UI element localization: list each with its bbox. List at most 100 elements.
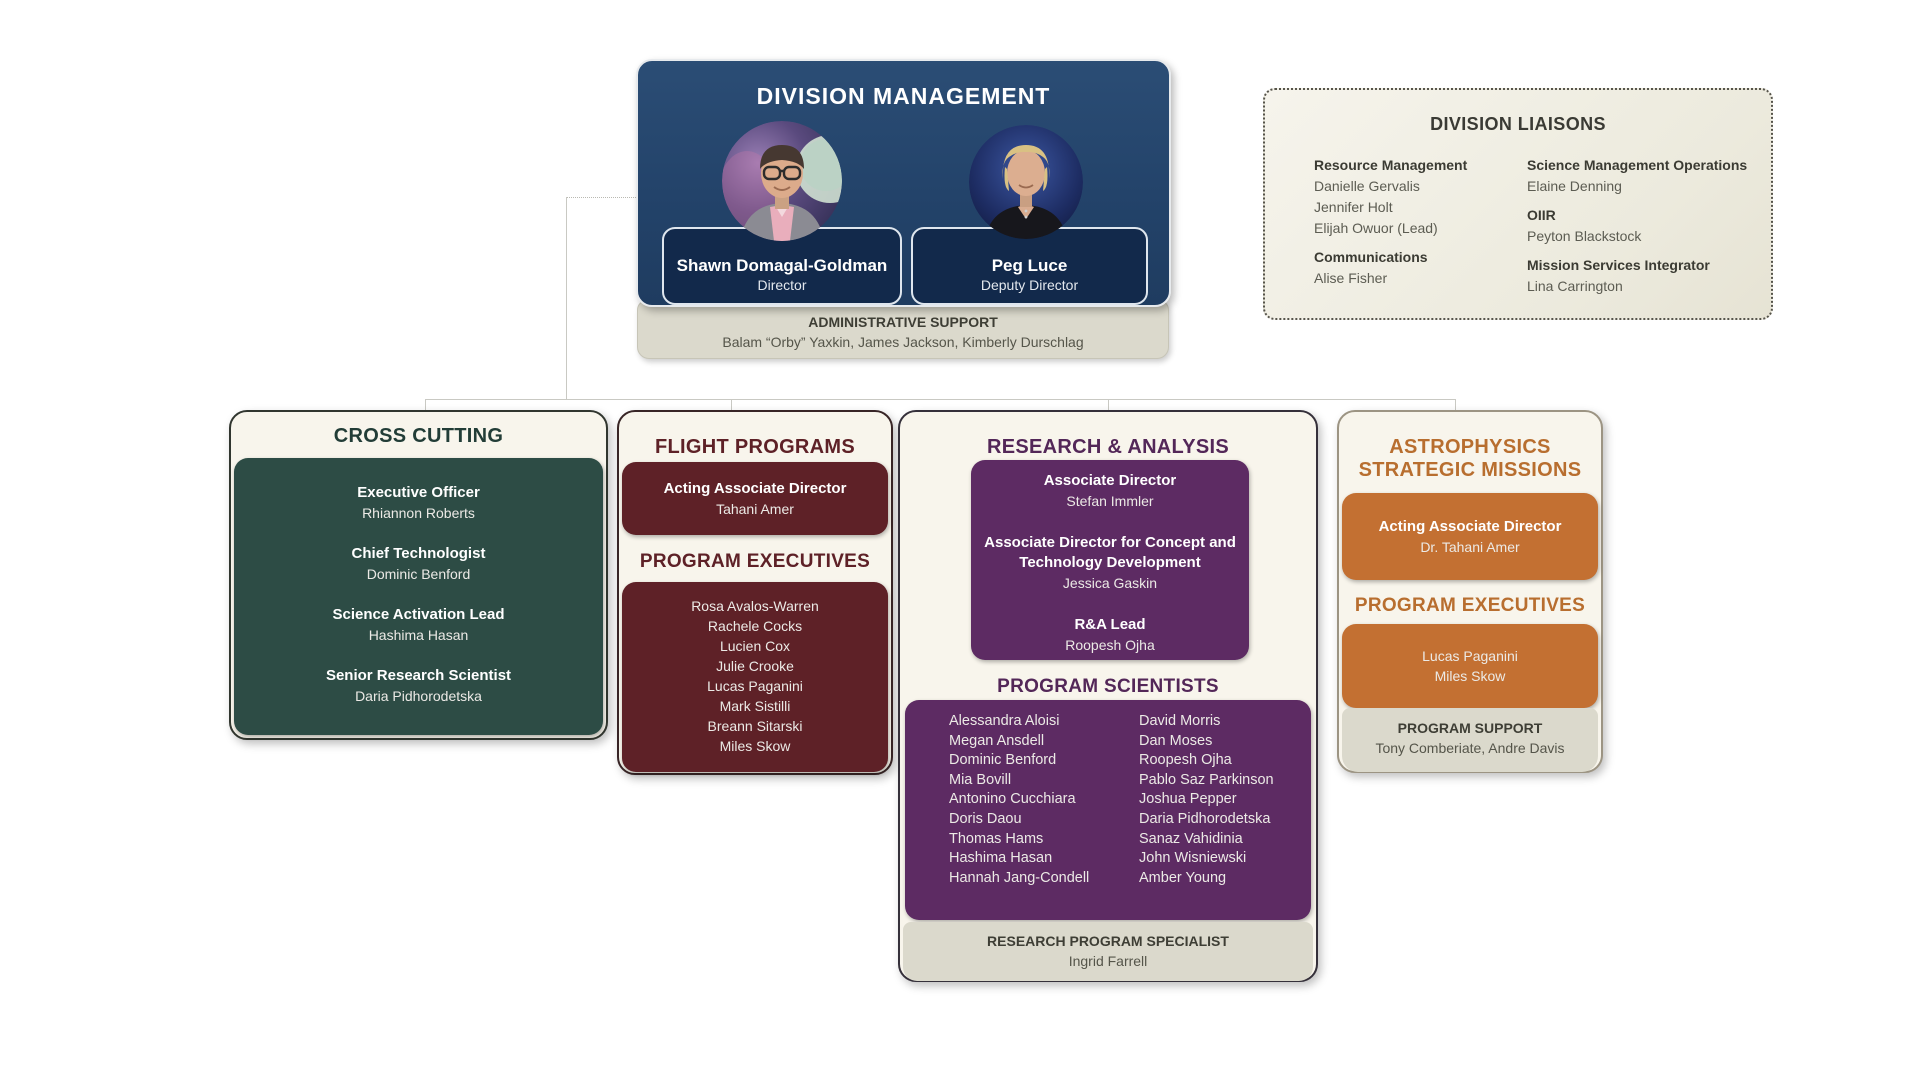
person-name: Rachele Cocks <box>707 618 803 634</box>
administrative-support-bar: ADMINISTRATIVE SUPPORT Balam “Orby” Yaxk… <box>637 300 1169 359</box>
specialist-name: Ingrid Farrell <box>1068 953 1148 969</box>
deputy-director-photo <box>969 125 1083 239</box>
person-group: Science Activation Lead Hashima Hasan <box>234 605 603 645</box>
person-name: John Wisniewski <box>1139 850 1247 867</box>
person-name: Antonino Cucchiara <box>949 791 1076 808</box>
scientists-column-2: David Morris Dan Moses Roopesh Ojha Pabl… <box>1139 712 1274 888</box>
liaison-name: Elijah Owuor (Lead) <box>1314 220 1438 236</box>
director-name: Shawn Domagal-Goldman <box>676 256 888 275</box>
person-role: Science Activation Lead <box>332 606 505 623</box>
connector-vertical-main <box>566 197 567 400</box>
administrative-support-title: ADMINISTRATIVE SUPPORT <box>808 314 998 330</box>
division-management-title: DIVISION MANAGEMENT <box>756 83 1051 109</box>
research-analysis-panel: RESEARCH & ANALYSIS Associate Director S… <box>898 410 1318 982</box>
liaison-role: Science Management Operations <box>1527 157 1748 173</box>
connector-drop-research <box>1108 399 1109 412</box>
flight-executives-roster: Rosa Avalos-Warren Rachele Cocks Lucien … <box>622 582 888 772</box>
director-role: Director <box>757 277 807 293</box>
research-scientists-roster: Alessandra Aloisi Megan Ansdell Dominic … <box>905 700 1311 920</box>
person-name: Sanaz Vahidinia <box>1139 830 1243 847</box>
liaison-name: Danielle Gervalis <box>1314 178 1420 194</box>
strategic-missions-title: ASTROPHYSICS STRATEGIC MISSIONS <box>1339 436 1601 482</box>
liaison-name: Lina Carrington <box>1527 278 1623 294</box>
program-support-bar: PROGRAM SUPPORT Tony Comberiate, Andre D… <box>1342 708 1598 772</box>
connector-drop-flight <box>731 399 732 412</box>
research-program-specialist-bar: RESEARCH PROGRAM SPECIALIST Ingrid Farre… <box>903 922 1313 981</box>
person-name: Dominic Benford <box>366 566 471 582</box>
person-name: Daria Pidhorodetska <box>1139 810 1271 827</box>
person-group: Chief Technologist Dominic Benford <box>234 544 603 584</box>
person-name: Megan Ansdell <box>949 732 1045 749</box>
research-analysis-title: RESEARCH & ANALYSIS <box>986 436 1230 458</box>
person-name: David Morris <box>1139 713 1221 729</box>
person-name: Hannah Jang-Condell <box>949 869 1090 886</box>
liaisons-right-column: Science Management Operations Elaine Den… <box>1527 155 1762 297</box>
liaison-name: Elaine Denning <box>1527 178 1622 194</box>
deputy-director-nameplate: Peg Luce Deputy Director <box>911 227 1148 305</box>
cross-cutting-roster: Executive Officer Rhiannon Roberts Chief… <box>234 458 603 735</box>
person-name: Miles Skow <box>1434 668 1506 684</box>
person-name: Dr. Tahani Amer <box>1420 538 1520 555</box>
connector-drop-missions <box>1455 399 1456 412</box>
person-name: Daria Pidhorodetska <box>355 688 482 704</box>
person-role: Executive Officer <box>357 484 480 501</box>
person-role: Chief Technologist <box>351 545 486 562</box>
person-name: Rosa Avalos-Warren <box>691 598 819 614</box>
person-name: Lucien Cox <box>719 638 791 654</box>
strategic-missions-title-line1: ASTROPHYSICS <box>1389 436 1551 458</box>
person-name: Hashima Hasan <box>368 627 469 643</box>
deputy-director-name: Peg Luce <box>991 256 1068 275</box>
division-management-panel: DIVISION MANAGEMENT <box>636 59 1171 307</box>
liaison-name: Jennifer Holt <box>1314 199 1393 215</box>
person-name: Thomas Hams <box>949 830 1044 847</box>
strategic-missions-panel: ASTROPHYSICS STRATEGIC MISSIONS Acting A… <box>1337 410 1603 773</box>
flight-programs-panel: FLIGHT PROGRAMS Acting Associate Directo… <box>617 410 893 775</box>
liaison-role: OIIR <box>1527 207 1556 223</box>
administrative-support-names: Balam “Orby” Yaxkin, James Jackson, Kimb… <box>722 334 1084 350</box>
person-name: Amber Young <box>1139 869 1227 886</box>
cross-cutting-title: CROSS CUTTING <box>333 425 504 447</box>
strategic-missions-title-line2: STRATEGIC MISSIONS <box>1358 459 1582 481</box>
cross-cutting-panel: CROSS CUTTING Executive Officer Rhiannon… <box>229 410 608 740</box>
flight-director-box: Acting Associate Director Tahani Amer <box>622 462 888 535</box>
flight-programs-title: FLIGHT PROGRAMS <box>654 436 856 458</box>
program-scientists-heading: PROGRAM SCIENTISTS <box>997 676 1219 697</box>
person-name: Dominic Benford <box>949 752 1057 769</box>
person-name: Tahani Amer <box>716 500 794 517</box>
person-name: Lucas Paganini <box>1422 648 1518 664</box>
person-name: Stefan Immler <box>1066 493 1154 509</box>
person-name: Rhiannon Roberts <box>362 505 475 521</box>
person-role: Acting Associate Director <box>663 479 847 497</box>
missions-executives-roster: Lucas Paganini Miles Skow <box>1342 624 1598 708</box>
liaison-role: Communications <box>1314 249 1428 265</box>
liaison-role: Mission Services Integrator <box>1527 257 1710 273</box>
division-liaisons-panel: DIVISION LIAISONS Resource Management Da… <box>1263 88 1773 320</box>
person-name: Doris Daou <box>949 810 1022 827</box>
connector-drop-cross-cutting <box>425 399 426 412</box>
person-name: Dan Moses <box>1139 732 1213 749</box>
liaison-name: Alise Fisher <box>1314 270 1388 286</box>
person-name: Julie Crooke <box>716 658 794 674</box>
person-role: Acting Associate Director <box>1378 517 1562 535</box>
division-liaisons-title: DIVISION LIAISONS <box>1430 114 1606 134</box>
person-group: Executive Officer Rhiannon Roberts <box>234 483 603 523</box>
liaison-role: Resource Management <box>1314 157 1468 173</box>
person-name: Miles Skow <box>719 738 791 754</box>
person-name: Hashima Hasan <box>949 850 1053 867</box>
program-support-names: Tony Comberiate, Andre Davis <box>1375 740 1565 756</box>
research-directors-box: Associate Director Stefan Immler Associa… <box>971 460 1249 660</box>
person-group: R&A Lead Roopesh Ojha <box>971 615 1249 655</box>
specialist-title: RESEARCH PROGRAM SPECIALIST <box>987 933 1229 949</box>
person-role: Associate Director for Concept and Techn… <box>984 534 1236 571</box>
scientists-column-1: Alessandra Aloisi Megan Ansdell Dominic … <box>949 712 1089 888</box>
person-role: Senior Research Scientist <box>325 667 512 684</box>
person-role: R&A Lead <box>1074 616 1146 633</box>
program-support-title: PROGRAM SUPPORT <box>1397 720 1543 736</box>
person-name: Mia Bovill <box>949 771 1012 788</box>
person-name: Mark Sistilli <box>719 698 791 714</box>
person-group: Senior Research Scientist Daria Pidhorod… <box>234 666 603 706</box>
program-executives-heading: PROGRAM EXECUTIVES <box>1354 595 1586 616</box>
person-name: Lucas Paganini <box>707 678 803 694</box>
person-role: Associate Director <box>1043 472 1177 489</box>
